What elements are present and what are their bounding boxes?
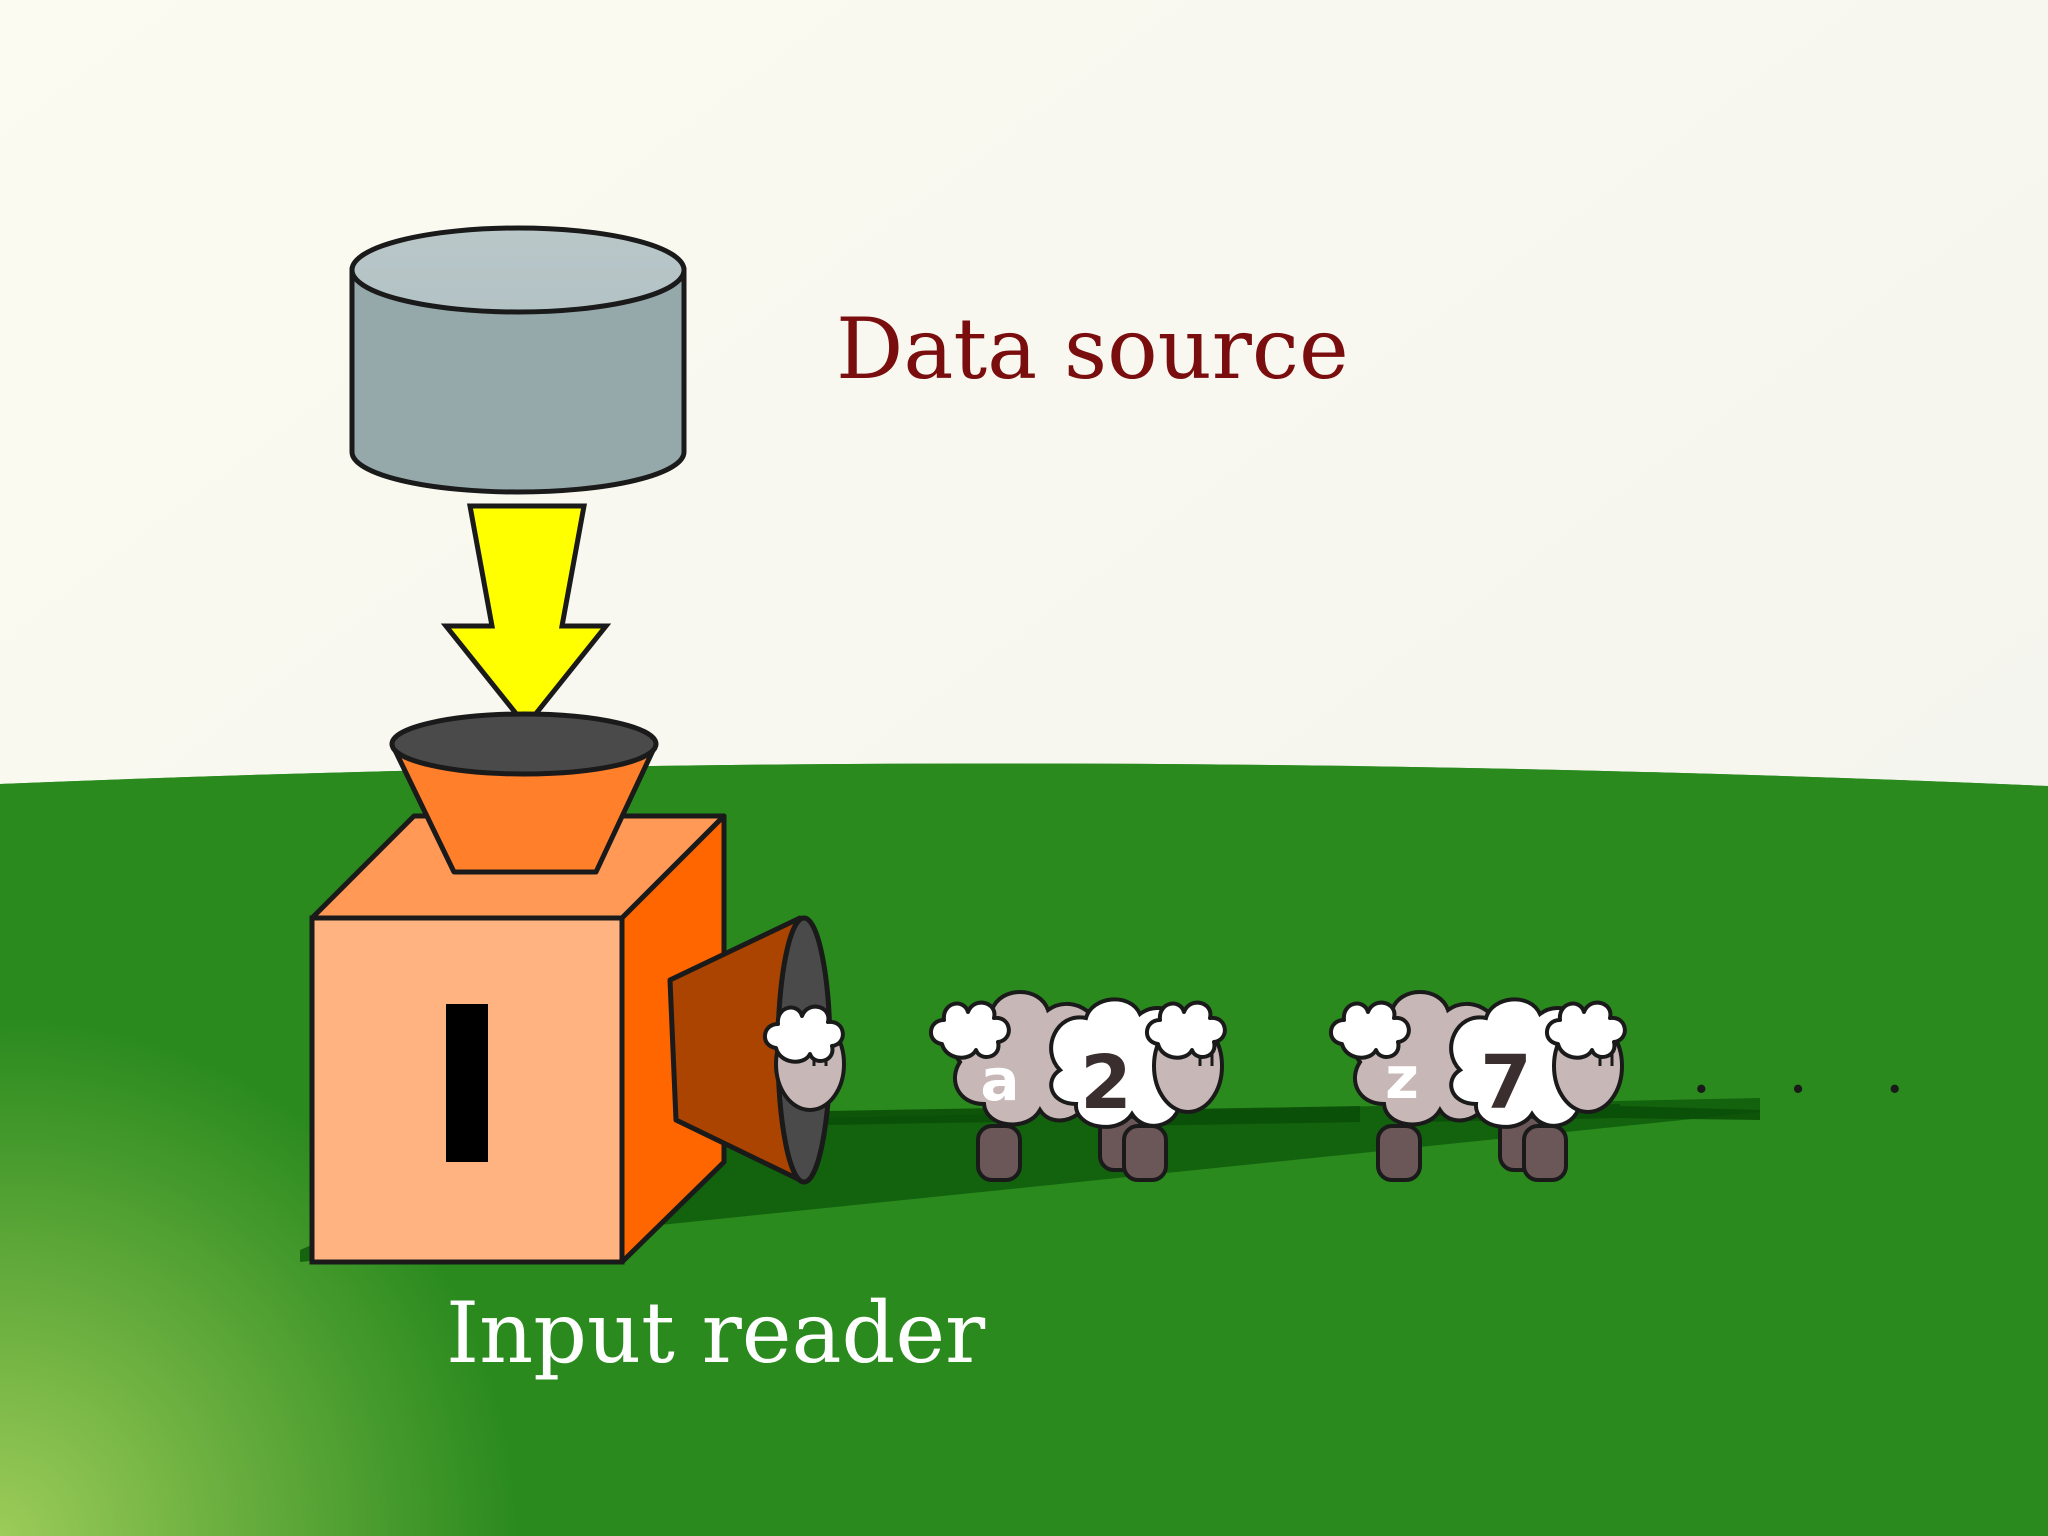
database-cylinder-icon [349,225,687,495]
down-arrow-icon [440,503,612,731]
sheep-shadow-4 [1620,1106,1760,1120]
reader-mark-bar [446,1004,488,1162]
hopper-funnel-icon [389,711,659,875]
sheep-icon [1328,990,1627,1182]
output-horn-icon [667,915,833,1185]
sheep-icon [928,990,1227,1182]
sheep-head-peeking [762,1004,846,1112]
data-source-label: Data source [836,300,1349,398]
ellipsis-icon: . . . [1691,1034,1933,1108]
sheep-value-label: 7 [1480,1040,1532,1126]
sheep-value-label: 2 [1080,1040,1132,1126]
machine-box-icon [309,813,727,1265]
sheep-key-label: a [980,1046,1019,1114]
input-reader-label: Input reader [446,1284,986,1382]
sheep-key-label: z [1385,1044,1419,1112]
